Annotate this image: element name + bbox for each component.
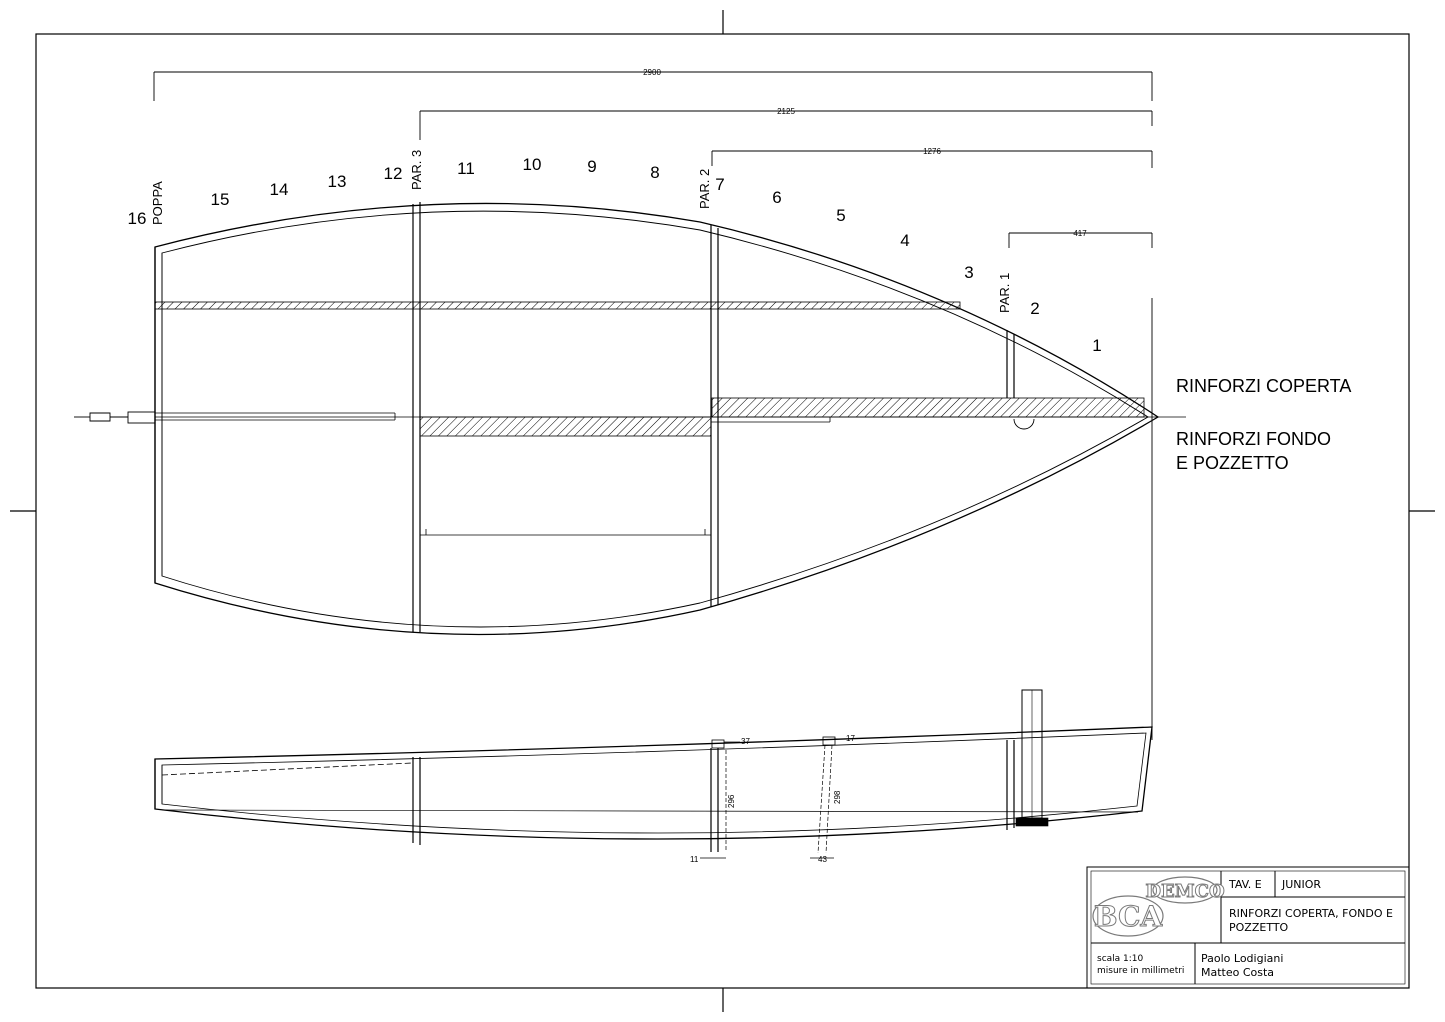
- side-dimension: 298: [833, 790, 842, 804]
- par3-label: PAR. 3: [409, 150, 424, 190]
- station-number: 10: [523, 155, 542, 174]
- author-1: Paolo Lodigiani: [1201, 952, 1283, 965]
- station-number: 2: [1030, 299, 1039, 318]
- station-number: 13: [328, 172, 347, 191]
- par2-label: PAR. 2: [697, 169, 712, 209]
- poppa-label: POPPA: [150, 181, 165, 225]
- sheet-title-line1: RINFORZI COPERTA, FONDO E: [1229, 907, 1393, 920]
- sheet-number: TAV. E: [1228, 878, 1262, 891]
- bottom-reinforcement-label: RINFORZI FONDO: [1176, 429, 1331, 449]
- station-number: 9: [587, 157, 596, 176]
- title-block: [1086, 866, 1410, 989]
- boat-class: JUNIOR: [1281, 878, 1321, 891]
- station-number: 5: [836, 206, 845, 225]
- company-logo: DEMCO BCA: [1092, 876, 1225, 937]
- station-number: 11: [457, 159, 475, 178]
- dimension-par3: 2125: [777, 107, 795, 116]
- sheet-border: [10, 10, 1435, 1012]
- sheet-title-line2: POZZETTO: [1229, 921, 1289, 934]
- station-number: 14: [270, 180, 289, 199]
- station-number: 8: [650, 163, 659, 182]
- side-dimension: 11: [690, 855, 699, 864]
- station-numbers: 16 15 14 13 12 11 10 9 8 7 6 5 4 3 2 1: [128, 155, 1102, 355]
- units-text: misure in millimetri: [1097, 966, 1184, 976]
- dimension-lines: [153, 71, 1153, 740]
- station-number: 16: [128, 209, 147, 228]
- logo-bca-text: BCA: [1094, 900, 1163, 933]
- dimension-par2: 1276: [923, 147, 941, 156]
- station-number: 4: [900, 231, 909, 250]
- side-view: [154, 689, 1153, 859]
- par1-label: PAR. 1: [997, 273, 1012, 313]
- side-dimension: 17: [846, 734, 855, 743]
- side-dimension: 296: [727, 794, 736, 808]
- station-number: 6: [772, 188, 781, 207]
- cockpit-reinforcement-label: E POZZETTO: [1176, 453, 1289, 473]
- station-number: 3: [964, 263, 973, 282]
- scale-text: scala 1:10: [1097, 954, 1144, 964]
- station-number: 15: [211, 190, 230, 209]
- hatched-reinforcements: [154, 301, 1145, 437]
- author-2: Matteo Costa: [1201, 966, 1274, 979]
- station-number: 1: [1092, 336, 1101, 355]
- station-number: 12: [384, 164, 403, 183]
- side-dimension: 43: [818, 855, 827, 864]
- side-dimension: 37: [741, 737, 750, 746]
- deck-reinforcement-label: RINFORZI COPERTA: [1176, 376, 1351, 396]
- logo-demco-text: DEMCO: [1145, 881, 1224, 902]
- dimension-par1: 417: [1073, 229, 1087, 238]
- dimension-overall-length: 2900: [643, 68, 661, 77]
- station-number: 7: [715, 175, 724, 194]
